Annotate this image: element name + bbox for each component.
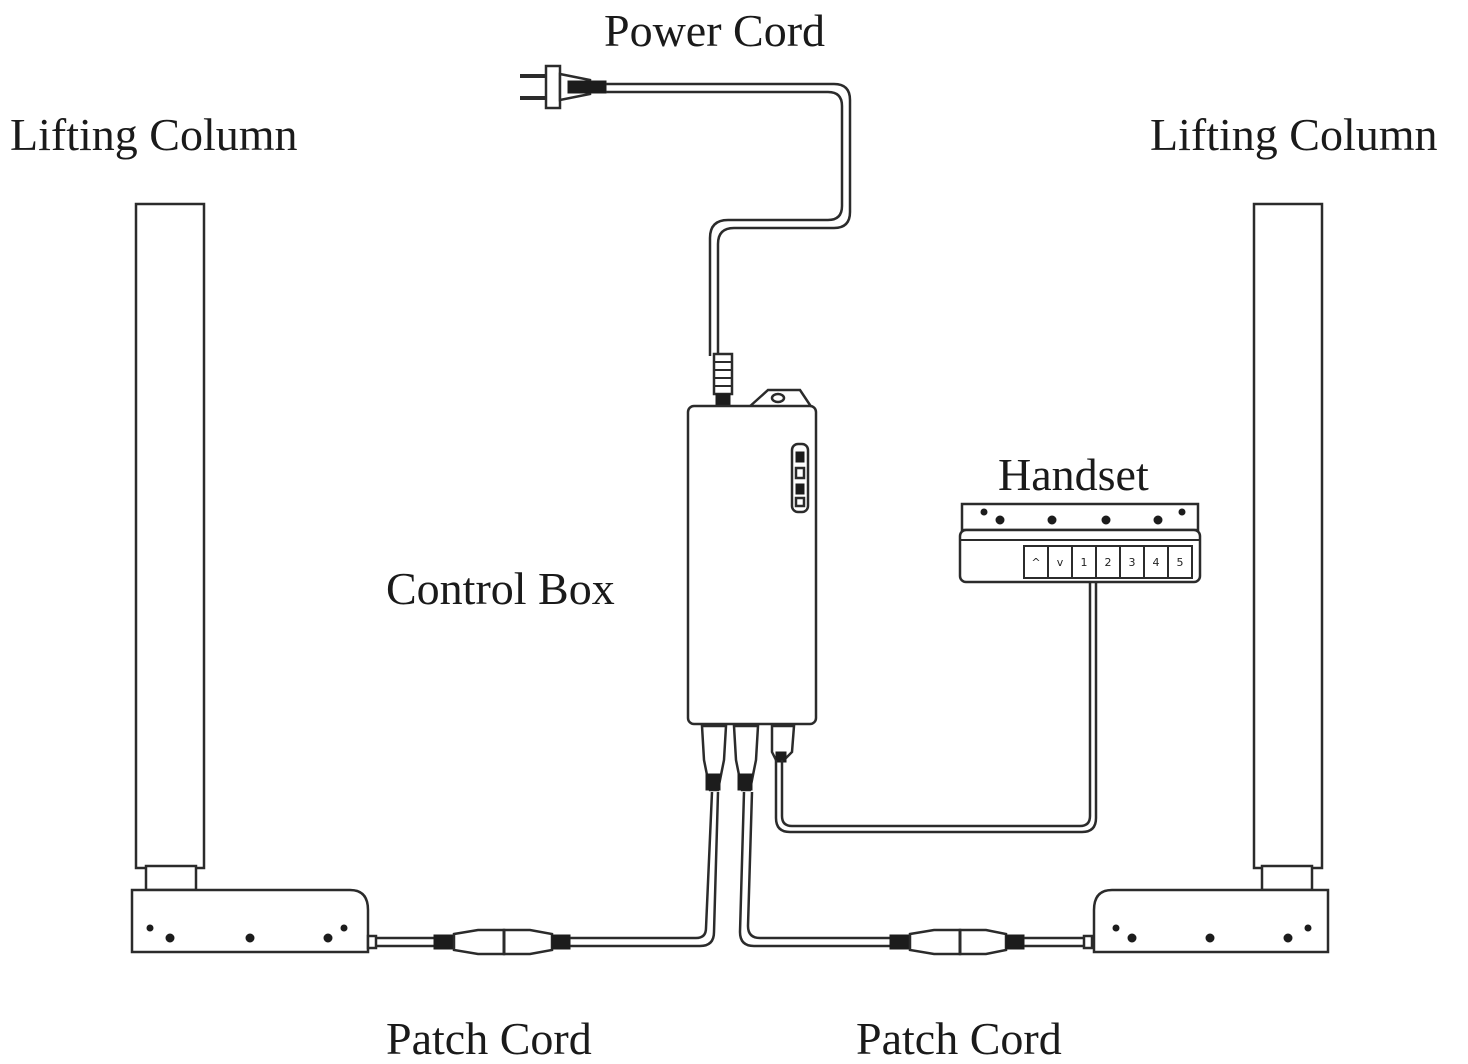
handset-key-label: 3: [1129, 556, 1136, 569]
control-box: [686, 388, 818, 792]
handset-key-label: ^: [1031, 556, 1040, 569]
power-plug: [520, 64, 607, 110]
handset-key-label: 5: [1177, 556, 1184, 569]
handset-key: [1167, 545, 1193, 579]
power-cord-strain-relief: [712, 352, 734, 409]
patch-cord-right: [738, 791, 1094, 956]
handset-key: [1119, 545, 1145, 579]
control-box-label: Control Box: [386, 563, 615, 614]
lifting-column-left: [130, 202, 370, 954]
handset: ^ v 1 2 3 4 5: [958, 502, 1202, 584]
control-box-port-3: [770, 724, 796, 763]
handset-key-label: v: [1057, 556, 1064, 569]
lifting-column-left-label: Lifting Column: [10, 109, 298, 160]
handset-label: Handset: [998, 449, 1149, 500]
handset-key-label: 2: [1105, 556, 1112, 569]
lifting-column-right-label: Lifting Column: [1150, 109, 1438, 160]
control-box-port-2: [732, 724, 760, 792]
handset-key: [1047, 545, 1073, 579]
control-box-port-1: [700, 724, 728, 792]
handset-key-label: 4: [1153, 556, 1160, 569]
handset-key: [1023, 545, 1049, 579]
power-cord: [606, 82, 852, 409]
handset-key: [1095, 545, 1121, 579]
lifting-column-right: [1092, 202, 1330, 954]
power-cord-label: Power Cord: [604, 5, 826, 56]
handset-key-row: ^ v 1 2 3 4 5: [1023, 545, 1193, 579]
handset-key: [1071, 545, 1097, 579]
handset-cable: [774, 582, 1098, 834]
patch-cord-left: [366, 791, 720, 956]
patch-cord-right-label: Patch Cord: [856, 1013, 1062, 1064]
handset-key-label: 1: [1081, 556, 1088, 569]
patch-cord-left-label: Patch Cord: [386, 1013, 592, 1064]
